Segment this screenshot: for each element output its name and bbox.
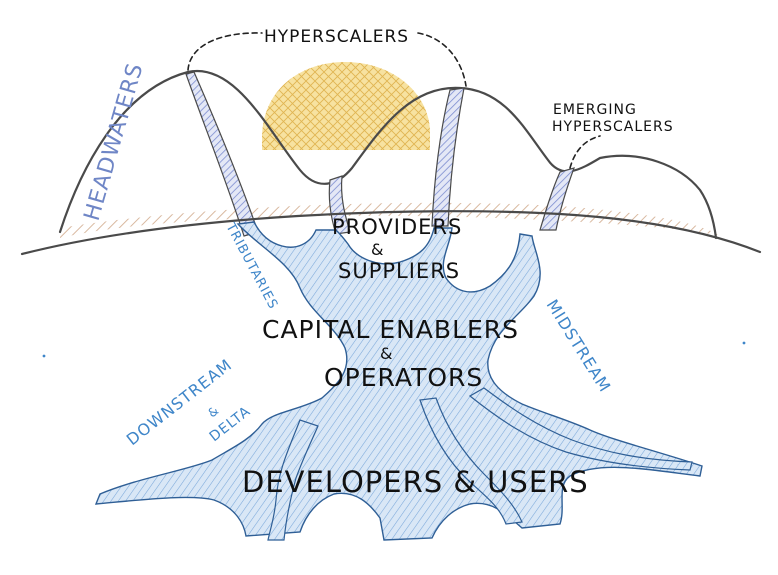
hyperscalers-bracket	[187, 32, 467, 87]
speck-right	[742, 341, 746, 345]
delta-channel-right	[468, 387, 693, 471]
hyperscalers-label: HYPERSCALERS	[264, 27, 409, 47]
providers-label-line2: SUPPLIERS	[338, 259, 460, 283]
sun	[262, 62, 430, 150]
speck-left	[42, 354, 46, 358]
developers-label: DEVELOPERS & USERS	[242, 465, 589, 499]
headwaters-label: HEADWATERS	[80, 60, 149, 224]
emerging-hyperscalers-pointer	[569, 135, 601, 169]
mountain-range	[58, 69, 718, 240]
river	[94, 221, 703, 541]
headwater-stream-3	[431, 87, 465, 227]
downstream-label-amp: &	[205, 403, 222, 420]
capital-label-line2: OPERATORS	[324, 363, 483, 392]
emerging-label-line2: HYPERSCALERS	[552, 119, 674, 135]
emerging-label-line1: EMERGING	[553, 102, 637, 118]
capital-label-amp: &	[380, 344, 393, 363]
delta-channel-mid	[419, 397, 523, 525]
headwater-stream-2	[328, 175, 351, 235]
providers-label-line1: PROVIDERS	[332, 215, 462, 239]
capital-label-line1: CAPITAL ENABLERS	[262, 315, 519, 344]
providers-label-amp: &	[371, 240, 384, 259]
delta-channel-left	[267, 419, 319, 541]
horizon-line	[20, 210, 762, 256]
headwater-stream-4	[539, 167, 575, 231]
midstream-label: MIDSTREAM	[543, 296, 615, 396]
